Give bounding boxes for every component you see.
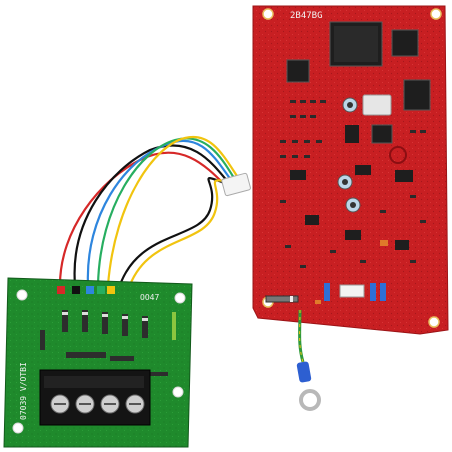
ic-chip bbox=[395, 170, 413, 182]
pin-header-connector bbox=[339, 284, 365, 298]
mounting-hole bbox=[174, 292, 186, 304]
capacitor-outline bbox=[389, 146, 407, 164]
ring-terminal bbox=[299, 389, 321, 411]
ic-chip bbox=[355, 165, 371, 175]
red-circuit-board: 2B47BG bbox=[252, 5, 449, 335]
blue-component bbox=[324, 283, 330, 301]
ic-chip bbox=[371, 124, 393, 144]
mounting-hole bbox=[262, 8, 274, 20]
smd-components bbox=[280, 100, 426, 268]
diode bbox=[66, 352, 106, 358]
ic-chip bbox=[345, 125, 359, 143]
smd-component bbox=[380, 240, 388, 246]
wire-harness bbox=[58, 135, 239, 287]
resistor bbox=[150, 372, 168, 376]
green-board-label-top: OO47 bbox=[140, 293, 159, 302]
wire-solder-pads bbox=[57, 286, 115, 294]
wire-connector-plug bbox=[221, 172, 251, 197]
ic-chip bbox=[403, 79, 431, 111]
resistor bbox=[110, 356, 134, 361]
mounting-hole bbox=[172, 386, 184, 398]
diode-row bbox=[40, 310, 148, 350]
mounting-hole bbox=[430, 8, 442, 20]
ic-chip bbox=[345, 230, 361, 240]
ic-chip bbox=[305, 215, 319, 225]
green-board-label-side: 07039 V/OTBI bbox=[19, 362, 28, 420]
ground-wire bbox=[296, 309, 321, 411]
jumper-wire bbox=[172, 312, 176, 340]
terminal-block bbox=[39, 369, 151, 426]
mounting-hole bbox=[16, 289, 28, 301]
ic-chip bbox=[391, 29, 419, 57]
ic-chip bbox=[286, 59, 310, 83]
blue-component bbox=[370, 283, 376, 301]
diode bbox=[265, 295, 299, 303]
mounting-hole bbox=[428, 316, 440, 328]
mounting-hole bbox=[12, 422, 24, 434]
ic-chip bbox=[395, 240, 409, 250]
ic-chip bbox=[290, 170, 306, 180]
smd-component bbox=[315, 300, 321, 304]
red-board-label: 2B47BG bbox=[290, 11, 323, 21]
crystal-oscillator bbox=[362, 94, 392, 116]
green-circuit-board: OO47 07039 V/OTBI bbox=[3, 277, 193, 448]
blue-component bbox=[380, 283, 386, 301]
